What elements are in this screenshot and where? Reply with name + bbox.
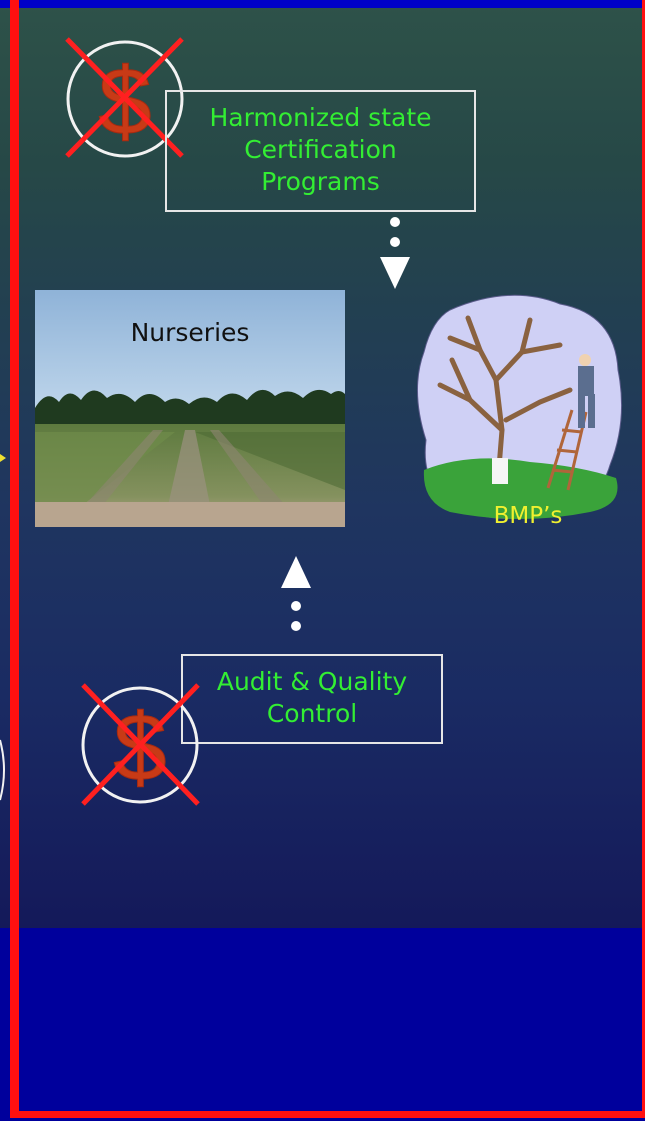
down-arrow-icon [380, 217, 410, 289]
nurseries-label: Nurseries [130, 318, 250, 347]
nursery-photo: Nurseries [35, 290, 345, 527]
red-frame [10, 0, 645, 1118]
bmps-label: BMP’s [493, 503, 563, 529]
box-line: Control [266, 699, 358, 728]
tree-pruning-icon [417, 294, 623, 520]
edge-fragment [0, 454, 6, 801]
up-arrow-icon [281, 556, 311, 631]
box-line: Programs [261, 167, 380, 196]
top-strip [0, 0, 645, 8]
box-line: Harmonized state [209, 103, 432, 132]
box-line: Audit & Quality [216, 667, 408, 696]
crossed-out-dollar-icon: $ [65, 37, 184, 158]
harmonized-certification-box: Harmonized state Certification Programs [165, 90, 476, 212]
dollar-sign: $ [98, 48, 151, 155]
crossed-out-dollar-icon: $ [81, 683, 200, 806]
bottom-band [0, 928, 645, 1121]
dollar-sign: $ [113, 694, 166, 801]
box-line: Certification [244, 135, 397, 164]
audit-quality-control-box: Audit & Quality Control [181, 654, 443, 744]
